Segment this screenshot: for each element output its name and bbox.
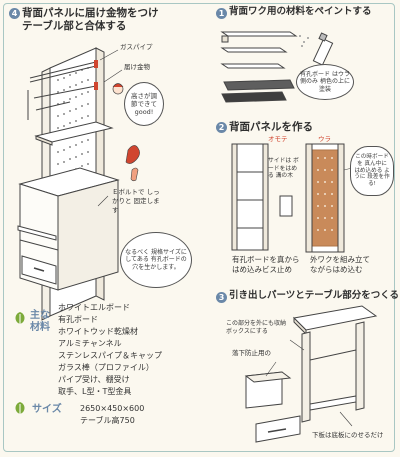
size-heading: サイズ: [32, 404, 62, 415]
frame-front: [231, 143, 269, 251]
size-line1: 2650×450×600: [80, 404, 145, 413]
size-line2: テーブル高750: [80, 416, 135, 425]
material-item: ステンレスパイプ＆キャップ: [58, 351, 162, 360]
frame-back: [305, 143, 345, 253]
material-item: ホワイトエルボード: [58, 303, 130, 312]
bubble-adjust: 高さが調節できてgood!: [124, 82, 164, 126]
label-front: オモテ: [268, 135, 288, 143]
label-side: サイドは ボードをはめる 溝の木: [268, 158, 299, 180]
bracket-fittings: [94, 60, 98, 90]
leaf-icon: [15, 312, 25, 324]
material-item: ホワイトウッド乾燥材: [58, 327, 138, 336]
person-face: [112, 83, 124, 95]
wood-board-holes: [317, 157, 333, 231]
step2-number: 2: [216, 122, 227, 133]
step4-title-line2: テーブル部と合体する: [22, 20, 127, 32]
material-item: 取手、L型・T型金具: [58, 387, 132, 396]
material-item: 有孔ボード: [58, 315, 98, 324]
spray-can: [312, 32, 334, 66]
page-frame: [3, 3, 395, 452]
step2-caption-right-2: ながらはめ込む: [310, 265, 363, 274]
step1-bubble: 有孔ボード はウラ側のみ 柄色の上に塗装: [296, 64, 354, 100]
label-gas-pipe: ガスパイプ: [120, 43, 153, 51]
step2-caption-left-1: 有孔ボードを真から: [232, 255, 300, 264]
table-cabinet: [292, 305, 378, 423]
material-item: パイプ受け、棚受け: [58, 375, 130, 384]
drawer-box: [244, 371, 292, 409]
step3-drawer-label: 落下防止用の: [232, 349, 271, 357]
paint-boards: [220, 31, 298, 103]
middle-shelf: [34, 121, 114, 146]
table-body: [17, 167, 120, 291]
step3-title: 引き出しパーツとテーブル部分をつくる: [229, 290, 400, 301]
step4-title-line1: 背面パネルに届け金物をつけ: [22, 7, 159, 19]
material-item: ガラス棒（プロファイル）: [58, 363, 154, 372]
gas-pipes: [27, 61, 97, 120]
materials-list: ホワイトエルボード 有孔ボード ホワイトウッド乾燥材 アルミチャンネル ステンレ…: [58, 302, 162, 398]
material-item: アルミチャンネル: [58, 339, 122, 348]
label-bolt: Ｅボルトで しっかりと 固定します: [112, 188, 160, 214]
bubble-hole: なるべく 規格サイズにしてある 有孔ボードの 穴を生かします。: [120, 232, 192, 288]
step2-caption-left-2: はめ込みビス止め: [232, 265, 292, 274]
step4-number: 4: [9, 8, 20, 19]
step2-title: 背面パネルを作る: [229, 121, 313, 133]
step2-caption-right-1: 外ワクを組み立て: [310, 255, 370, 264]
step3-number: 3: [216, 292, 227, 303]
leaf-icon: [15, 402, 25, 414]
materials-heading: 主な材料: [30, 310, 50, 333]
label-fitting: 届け金物: [124, 63, 150, 71]
step3-drawer-note: この部分を外にも収納ボックスにする: [226, 320, 287, 335]
hand-illustration: [125, 145, 140, 182]
label-back: ウラ: [318, 135, 331, 143]
step3-bottom-label: 下板は底板にのせるだけ: [312, 431, 384, 439]
spray-mist: [299, 35, 309, 47]
step2-bubble: この時ボードを 真ん中に はめ込める ように 段差を作る!: [350, 146, 394, 196]
bottom-drawer: [255, 415, 301, 443]
step1-number: 1: [216, 8, 227, 19]
step1-title: 背面ワク用の材料をペイントする: [229, 6, 372, 17]
